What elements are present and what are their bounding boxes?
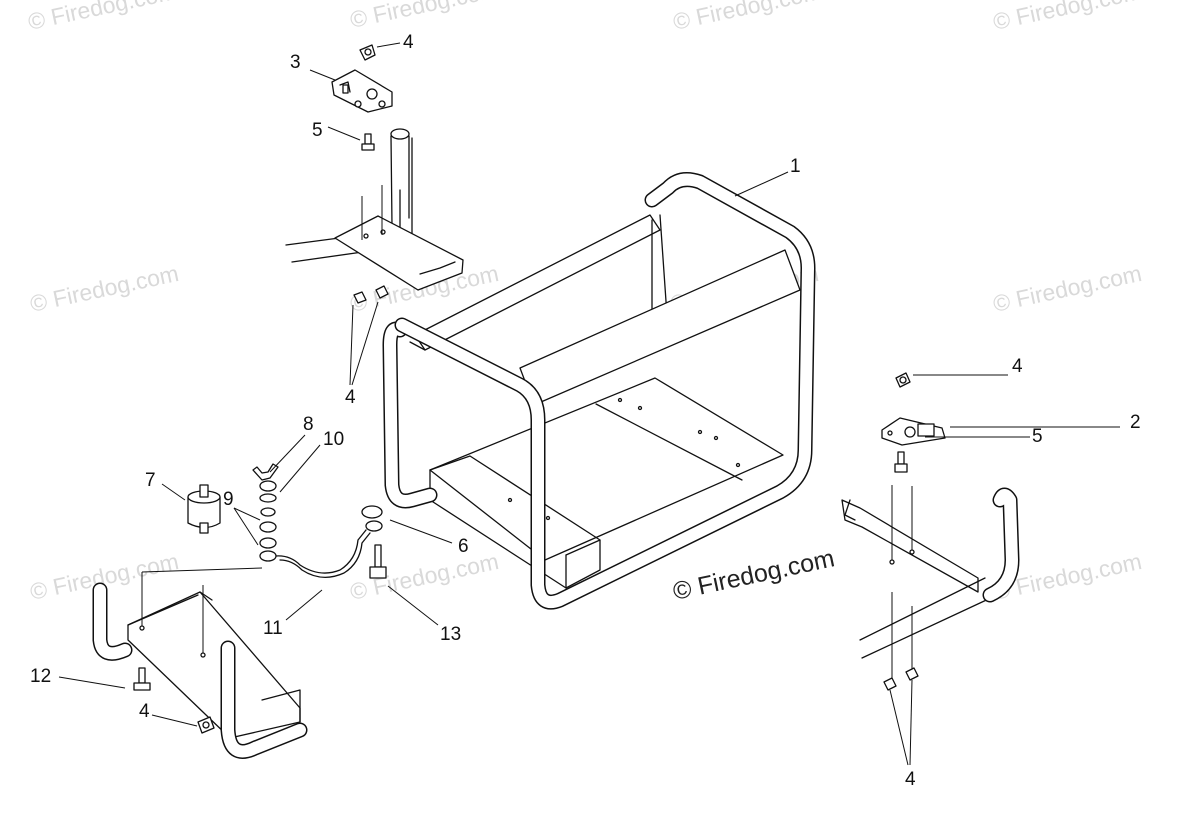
watermark: © Firedog.com	[348, 0, 501, 33]
callout-9: 9	[223, 489, 234, 510]
callout-5: 5	[1032, 426, 1043, 447]
ground-strap	[252, 463, 387, 579]
watermark: © Firedog.com	[991, 260, 1144, 317]
callout-8: 8	[303, 414, 314, 435]
callout-4: 4	[345, 387, 356, 408]
callout-1: 1	[790, 156, 801, 177]
watermark: © Firedog.com	[671, 0, 824, 35]
callout-5: 5	[312, 120, 323, 141]
callout-3: 3	[290, 52, 301, 73]
watermark: © Firedog.com	[991, 0, 1144, 35]
callout-4: 4	[1012, 356, 1023, 377]
upper-left-mount	[285, 44, 464, 304]
callout-4: 4	[139, 701, 150, 722]
callout-7: 7	[145, 470, 156, 491]
callout-12: 12	[30, 666, 51, 687]
callout-2: 2	[1130, 412, 1141, 433]
leader-lines	[58, 42, 1120, 766]
callout-11: 11	[263, 618, 283, 639]
main-watermark: © Firedog.com	[670, 544, 837, 606]
watermark: © Firedog.com	[28, 260, 181, 317]
callout-4: 4	[403, 32, 414, 53]
callout-6: 6	[458, 536, 469, 557]
main-frame	[382, 172, 816, 610]
watermark: © Firedog.com	[26, 0, 179, 35]
callout-13: 13	[440, 624, 461, 645]
right-mount	[841, 372, 1020, 691]
lower-left-mount	[92, 484, 308, 759]
callout-10: 10	[323, 429, 344, 450]
callout-4: 4	[905, 769, 916, 790]
callout-labels: 1 2 3 4 4 4 4 4 5 5 6 7 8 9 10 11 12 13	[30, 32, 1141, 790]
